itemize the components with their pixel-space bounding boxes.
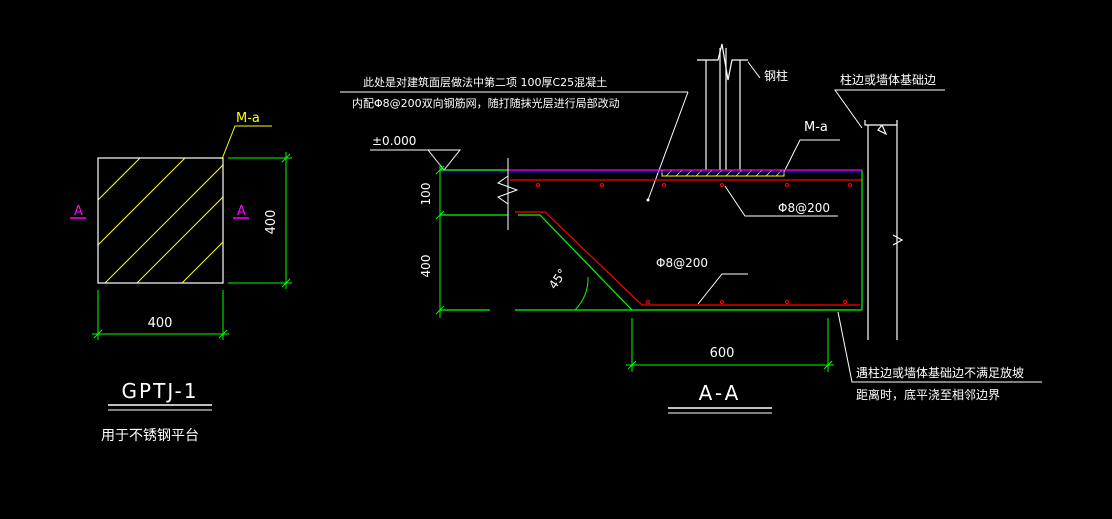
bottom-rebar-label: Φ8@200 xyxy=(656,256,708,270)
foundation-edge-label: 柱边或墙体基础边 xyxy=(840,72,936,87)
plan-view: M-a A A 400 400 GPTJ-1 用于不锈钢平台 xyxy=(70,111,292,444)
elevation-marker xyxy=(370,149,462,171)
plan-dim-horizontal xyxy=(92,290,229,340)
top-rebar-leader xyxy=(724,185,838,217)
section-note-line-2: 内配Φ8@200双向钢筋网，随打随抹光层进行局部改动 xyxy=(352,96,620,110)
section-note-leader xyxy=(647,91,689,201)
foundation-edge xyxy=(864,120,904,340)
concrete-outline xyxy=(440,169,863,311)
section-plate-label: M-a xyxy=(804,120,828,135)
steel-column xyxy=(697,43,748,170)
angle-arc xyxy=(574,276,589,311)
top-rebar-label: Φ8@200 xyxy=(778,201,830,215)
plan-title: GPTJ-1 xyxy=(122,379,199,403)
plan-plate-leader xyxy=(221,125,272,160)
bottom-note-leader xyxy=(837,311,1042,383)
plan-width-dim: 400 xyxy=(148,316,173,331)
elevation-label: ±0.000 xyxy=(372,134,416,148)
section-mark-right: A xyxy=(237,204,246,219)
top-rebar-dots xyxy=(536,183,852,187)
section-dim-vertical xyxy=(435,164,445,318)
dim-bottom-width: 600 xyxy=(710,346,735,361)
bottom-note-line-1: 遇柱边或墙体基础边不满足放坡 xyxy=(856,365,1024,380)
plan-dim-vertical xyxy=(228,152,292,289)
section-dim-horizontal xyxy=(626,318,834,372)
section-mark-left: A xyxy=(74,204,83,219)
break-symbol xyxy=(496,158,519,230)
section-note-line-1: 此处是对建筑面层做法中第二项 100厚C25混凝土 xyxy=(363,75,607,89)
bottom-rebar xyxy=(515,211,860,306)
angle-label: 45° xyxy=(546,266,570,291)
section-view: 此处是对建筑面层做法中第二项 100厚C25混凝土 内配Φ8@200双向钢筋网，… xyxy=(340,43,1042,414)
bottom-note-line-2: 距离时，底平浇至相邻边界 xyxy=(856,387,1000,402)
plan-height-dim: 400 xyxy=(264,210,279,235)
section-plate-leader xyxy=(783,139,840,173)
plan-outline xyxy=(97,157,224,284)
plan-plate-label: M-a xyxy=(236,111,260,126)
section-title: A-A xyxy=(699,381,742,405)
bottom-rebar-dots xyxy=(646,300,847,304)
bottom-rebar-leader xyxy=(697,273,748,305)
steel-column-label: 钢柱 xyxy=(764,68,788,83)
plan-subtitle: 用于不锈钢平台 xyxy=(101,428,199,444)
foundation-edge-leader xyxy=(834,89,945,129)
embed-plate xyxy=(661,169,785,177)
dim-slab-thickness: 100 xyxy=(419,183,433,206)
steel-column-leader xyxy=(747,61,761,79)
plan-hatch xyxy=(98,158,223,283)
dim-step-depth: 400 xyxy=(419,255,433,278)
